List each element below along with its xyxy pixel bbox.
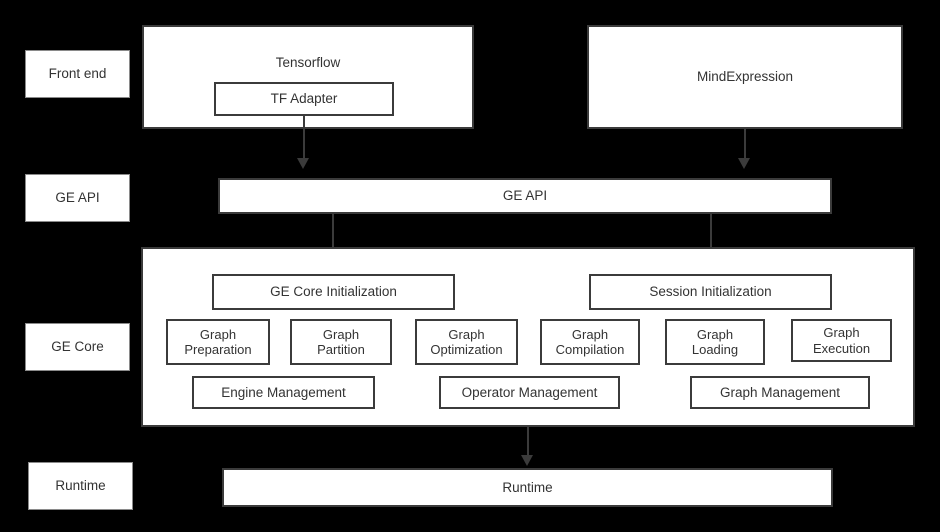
ge-core-initialization-label: GE Core Initialization	[270, 284, 397, 300]
stage-label-ge-api-text: GE API	[55, 190, 100, 206]
stage-label-front-end: Front end	[25, 50, 130, 98]
module-graph-preparation[interactable]: Graph Preparation	[166, 319, 270, 365]
module-graph-compilation[interactable]: Graph Compilation	[540, 319, 640, 365]
arrow-head-mindexpression-to-ge-api	[738, 158, 750, 169]
runtime-bar-label: Runtime	[502, 479, 553, 495]
runtime-bar[interactable]: Runtime	[222, 468, 833, 507]
manager-engine-management-label: Engine Management	[221, 384, 346, 400]
ge-api-bar-label: GE API	[502, 188, 548, 204]
arrow-head-ge-core-to-runtime	[521, 455, 533, 466]
session-initialization-box[interactable]: Session Initialization	[589, 274, 832, 310]
module-graph-loading[interactable]: Graph Loading	[665, 319, 765, 365]
session-initialization-label: Session Initialization	[649, 284, 772, 300]
manager-operator-management-label: Operator Management	[461, 384, 598, 400]
arrow-line-mindexpression-to-ge-api	[744, 129, 746, 160]
tensorflow-title: Tensorflow	[275, 55, 341, 70]
module-graph-execution[interactable]: Graph Execution	[791, 319, 892, 362]
module-graph-preparation-label: Graph Preparation	[184, 326, 252, 357]
module-graph-partition[interactable]: Graph Partition	[290, 319, 392, 365]
arrow-line-ge-api-to-core-init	[332, 214, 334, 258]
module-graph-partition-label: Graph Partition	[317, 326, 365, 357]
ge-api-bar[interactable]: GE API	[218, 178, 832, 214]
module-graph-optimization-label: Graph Optimization	[430, 326, 503, 357]
manager-engine-management[interactable]: Engine Management	[192, 376, 375, 409]
manager-graph-management-label: Graph Management	[719, 384, 841, 400]
manager-graph-management[interactable]: Graph Management	[690, 376, 870, 409]
arrow-line-ge-core-to-runtime	[527, 427, 529, 457]
stage-label-ge-api: GE API	[25, 174, 130, 222]
stage-label-ge-core-text: GE Core	[51, 339, 104, 355]
tf-adapter-label: TF Adapter	[270, 91, 338, 107]
tf-adapter-box[interactable]: TF Adapter	[214, 82, 394, 116]
manager-operator-management[interactable]: Operator Management	[439, 376, 620, 409]
stage-label-runtime-text: Runtime	[55, 478, 106, 494]
module-graph-loading-label: Graph Loading	[691, 326, 739, 357]
module-graph-optimization[interactable]: Graph Optimization	[415, 319, 518, 365]
module-graph-execution-label: Graph Execution	[812, 325, 871, 356]
arrow-head-tf-adapter-to-ge-api	[297, 158, 309, 169]
stage-label-ge-core: GE Core	[25, 323, 130, 371]
ge-core-initialization-box[interactable]: GE Core Initialization	[212, 274, 455, 310]
stage-label-runtime: Runtime	[28, 462, 133, 510]
arrow-line-ge-api-to-session-init	[710, 214, 712, 258]
mindexpression-container: MindExpression	[587, 25, 903, 129]
mindexpression-label: MindExpression	[696, 69, 794, 85]
module-graph-compilation-label: Graph Compilation	[555, 326, 625, 357]
stage-label-front-end-text: Front end	[48, 66, 107, 82]
arrow-line-tf-adapter-to-ge-api	[303, 116, 305, 160]
